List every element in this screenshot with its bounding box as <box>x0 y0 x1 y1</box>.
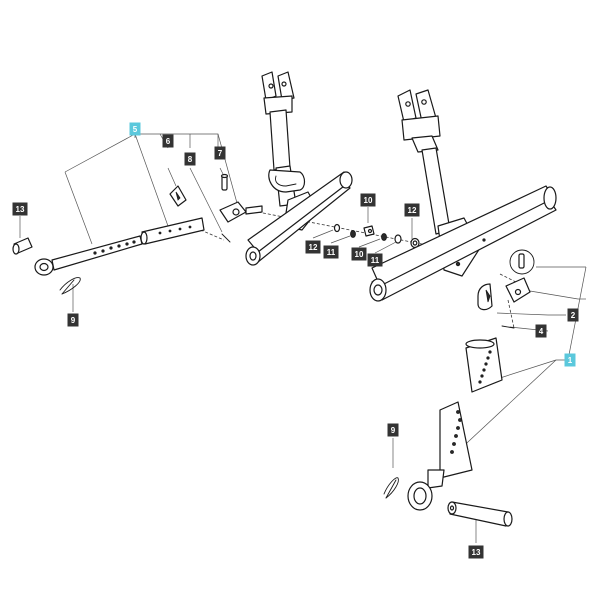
callout-text: 10 <box>364 196 373 205</box>
callout-text: 11 <box>371 256 380 265</box>
callout-12: 12 <box>404 203 420 217</box>
callout-text: 11 <box>327 248 336 257</box>
linch-pin-9-left <box>59 277 81 295</box>
callout-5-assembly: 5 <box>129 122 141 136</box>
callout-4: 4 <box>535 324 547 338</box>
callout-text: 10 <box>355 250 364 259</box>
lower-link-left <box>245 71 353 266</box>
callout-labels: 13 9 5 6 8 7 12 11 10 10 11 12 2 4 1 9 13 <box>12 122 579 559</box>
callout-text: 13 <box>16 205 25 214</box>
callout-8: 8 <box>184 152 196 166</box>
callout-text: 9 <box>391 426 396 435</box>
callout-10: 10 <box>360 193 376 207</box>
callout-text: 8 <box>188 155 193 164</box>
fork-bracket <box>219 201 263 223</box>
callout-text: 2 <box>571 311 576 320</box>
callout-text: 13 <box>472 548 481 557</box>
callout-9: 9 <box>67 313 79 327</box>
callout-text: 4 <box>539 327 544 336</box>
callout-text: 5 <box>133 125 138 134</box>
callout-6: 6 <box>162 134 174 148</box>
fasteners-middle <box>333 223 420 249</box>
callout-9: 9 <box>387 423 399 437</box>
callout-13: 13 <box>12 202 28 216</box>
callout-text: 9 <box>71 316 76 325</box>
callout-text: 6 <box>166 137 171 146</box>
linch-pin-9-right <box>383 477 399 499</box>
callout-text: 7 <box>218 149 223 158</box>
rod-holes <box>93 240 136 255</box>
callout-text: 12 <box>408 206 417 215</box>
pin-13-left <box>12 237 33 255</box>
callout-10: 10 <box>351 247 367 261</box>
callout-text: 1 <box>568 356 573 365</box>
lower-link-right <box>369 89 557 302</box>
callout-7: 7 <box>214 146 226 160</box>
callout-12: 12 <box>305 240 321 254</box>
pin-13-right <box>447 501 513 527</box>
callout-2: 2 <box>567 308 579 322</box>
callout-11: 11 <box>367 253 383 267</box>
pin-7 <box>220 173 229 191</box>
clip-6 <box>169 185 187 207</box>
callout-13: 13 <box>468 545 484 559</box>
top-link-left <box>12 173 263 295</box>
callout-11: 11 <box>323 245 339 259</box>
callout-text: 12 <box>309 243 318 252</box>
callout-1-assembly: 1 <box>564 353 576 367</box>
top-link-right <box>383 249 535 527</box>
